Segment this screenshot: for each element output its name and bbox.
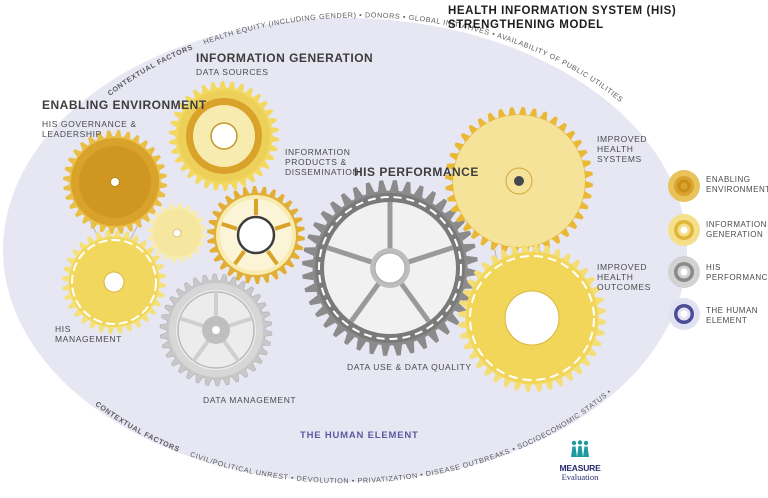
label-info-products-line-1: Information: [285, 147, 351, 157]
label-improved-systems-line-3: Systems: [597, 154, 642, 164]
logo-name: MEASURE: [559, 463, 601, 473]
gear-his-management: [62, 230, 166, 334]
label-human-element: The Human Element: [300, 430, 419, 441]
label-improved-health-outcomes: Improved Health Outcomes: [597, 262, 651, 292]
label-improved-systems-line-2: Health: [597, 144, 634, 154]
label-his-management: HIS Management: [55, 324, 122, 344]
legend-enabling-line-1: Enabling: [706, 175, 751, 184]
label-his-management-line-1: HIS: [55, 324, 71, 334]
label-his-governance: HIS Governance & Leadership: [42, 119, 137, 139]
legend-item-human: The Human Element: [706, 306, 758, 326]
gear-his-performance: [302, 180, 478, 356]
legend-performance-line-2: Performance: [706, 273, 768, 282]
gear-data-management: [159, 273, 273, 387]
performance-gear-icon: [668, 256, 700, 288]
heading-information-generation: Information Generation: [196, 51, 374, 65]
gear-information-products: [207, 186, 305, 284]
gear-small-connector: [147, 203, 207, 263]
legend-human-line-1: The Human: [706, 306, 759, 315]
measure-evaluation-logo: MEASURE Evaluation: [555, 440, 605, 482]
logo-sub: Evaluation: [561, 472, 599, 482]
legend-information-line-1: Information: [706, 220, 767, 229]
human-element-icon: [668, 298, 700, 330]
label-improved-health-systems: Improved Health Systems: [597, 134, 647, 164]
label-his-management-line-2: Management: [55, 334, 122, 344]
title-line-1: Health Information System (HIS): [448, 5, 677, 17]
heading-enabling-environment: Enabling Environment: [42, 98, 207, 112]
gear-his-governance: [63, 130, 167, 234]
gear-improved-health-outcomes: [458, 244, 606, 392]
information-gear-icon: [668, 214, 700, 246]
legend-human-line-2: Element: [706, 316, 748, 325]
legend-enabling-line-2: Environment: [706, 185, 768, 194]
diagram-title: Health Information System (HIS) Strength…: [448, 4, 676, 32]
legend-performance-line-1: HIS: [706, 263, 721, 272]
legend-item-information: Information Generation: [706, 220, 767, 240]
heading-his-performance: HIS Performance: [354, 165, 479, 179]
gear-data-sources: [169, 81, 279, 191]
label-his-governance-line-1: HIS Governance &: [42, 119, 137, 129]
label-info-products-line-3: Dissemination: [285, 167, 360, 177]
legend-information-line-2: Generation: [706, 230, 764, 239]
label-improved-outcomes-line-3: Outcomes: [597, 282, 651, 292]
enabling-gear-icon: [668, 170, 700, 202]
label-data-management: Data Management: [203, 395, 297, 405]
label-improved-systems-line-1: Improved: [597, 134, 648, 144]
label-improved-outcomes-line-1: Improved: [597, 262, 648, 272]
label-data-use-quality: Data Use & Data Quality: [347, 362, 472, 372]
label-improved-outcomes-line-2: Health: [597, 272, 634, 282]
title-line-2: Strengthening Model: [448, 19, 604, 31]
measure-people-icon: [571, 440, 589, 457]
label-his-governance-line-2: Leadership: [42, 129, 102, 139]
legend-item-performance: HIS Performance: [706, 263, 768, 283]
legend-item-enabling: Enabling Environment: [706, 175, 768, 195]
label-information-products: Information Products & Dissemination: [285, 147, 359, 177]
label-data-sources: Data Sources: [196, 67, 269, 77]
label-info-products-line-2: Products &: [285, 157, 347, 167]
gear-improved-health-systems: [445, 107, 593, 255]
